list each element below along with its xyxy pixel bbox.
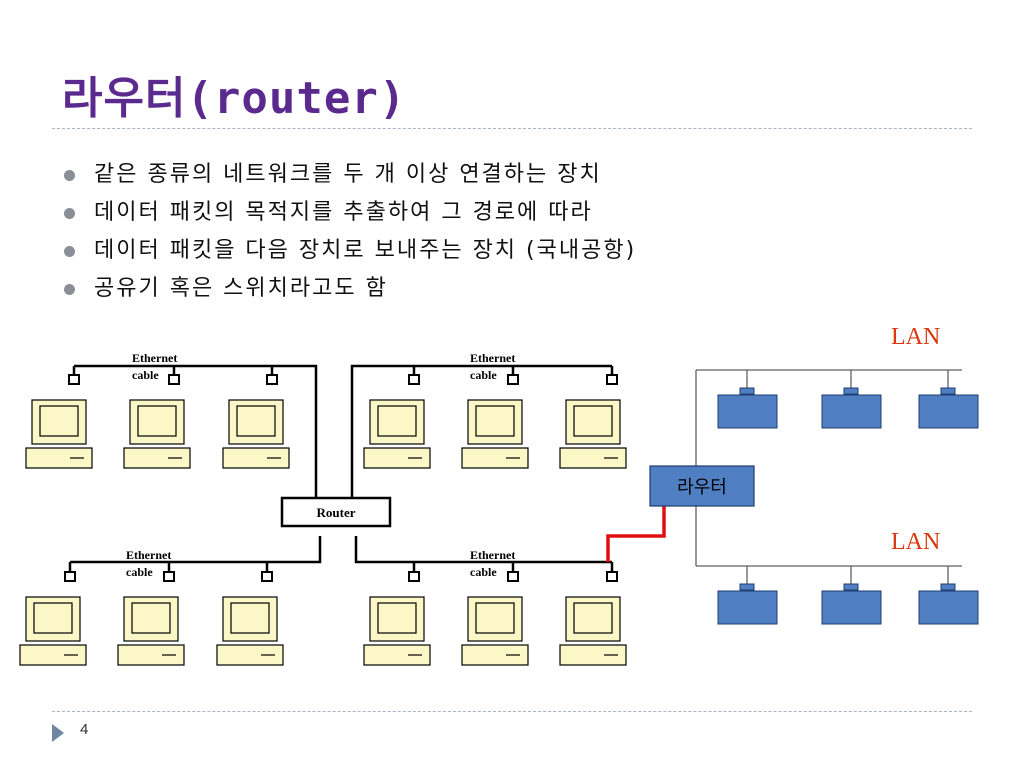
router-link bbox=[606, 506, 666, 562]
bullet-dot-icon bbox=[64, 208, 75, 219]
cable-label: cable bbox=[126, 565, 153, 579]
bullet-item: 데이터 패킷을 다음 장치로 보내주는 장치 (국내공항) bbox=[62, 234, 636, 272]
lan-label-bottom: LAN bbox=[891, 529, 940, 555]
computer-icon bbox=[559, 596, 627, 666]
computer-icon bbox=[461, 596, 529, 666]
bullet-item: 같은 종류의 네트워크를 두 개 이상 연결하는 장치 bbox=[62, 158, 636, 196]
router: Router bbox=[280, 496, 392, 528]
lan-host-icon bbox=[717, 583, 778, 625]
bullet-dot-icon bbox=[64, 246, 75, 257]
bullet-text: 데이터 패킷의 목적지를 추출하여 그 경로에 따라 bbox=[94, 200, 593, 225]
computer-icon bbox=[363, 596, 431, 666]
lan-segment-bottom-left: Ethernet cable bbox=[19, 536, 322, 666]
slide-title: 라우터(router) bbox=[62, 73, 407, 124]
computer-icon bbox=[559, 399, 627, 469]
lan-segment-top-right: Ethernet cable bbox=[350, 351, 627, 500]
lan-segment-bottom-right: Ethernet cable bbox=[354, 536, 627, 666]
ethernet-label: Ethernet bbox=[132, 351, 177, 365]
lan-host-icon bbox=[918, 387, 979, 429]
lan-label-top: LAN bbox=[891, 324, 940, 350]
lan-host-icon bbox=[821, 583, 882, 625]
router-box bbox=[649, 465, 755, 507]
bullet-item: 데이터 패킷의 목적지를 추출하여 그 경로에 따라 bbox=[62, 196, 636, 234]
ethernet-label: Ethernet bbox=[470, 548, 515, 562]
title-divider bbox=[52, 128, 972, 129]
router-label: Router bbox=[317, 505, 356, 520]
computer-icon bbox=[222, 399, 290, 469]
lan-network-right: 라우터 LAN LAN bbox=[649, 324, 979, 625]
cable-label: cable bbox=[132, 368, 159, 382]
cable-label: cable bbox=[470, 368, 497, 382]
computer-icon bbox=[363, 399, 431, 469]
bullet-dot-icon bbox=[64, 170, 75, 181]
lan-host-icon bbox=[821, 387, 882, 429]
computer-icon bbox=[25, 399, 93, 469]
bullet-text: 같은 종류의 네트워크를 두 개 이상 연결하는 장치 bbox=[94, 162, 602, 187]
network-diagram: Ethernet cable Ethernet cable Router Eth… bbox=[19, 324, 979, 666]
lan-segment-top-left: Ethernet cable bbox=[25, 351, 318, 500]
footer-divider bbox=[52, 711, 972, 712]
bullet-dot-icon bbox=[64, 284, 75, 295]
bullet-list: 같은 종류의 네트워크를 두 개 이상 연결하는 장치 데이터 패킷의 목적지를… bbox=[62, 158, 636, 310]
router-box-label: 라우터 bbox=[677, 477, 727, 498]
ethernet-label: Ethernet bbox=[470, 351, 515, 365]
computer-icon bbox=[461, 399, 529, 469]
page-number: 4 bbox=[80, 721, 89, 738]
lan-host-icon bbox=[918, 583, 979, 625]
cable-label: cable bbox=[470, 565, 497, 579]
computer-icon bbox=[216, 596, 284, 666]
ethernet-label: Ethernet bbox=[126, 548, 171, 562]
computer-icon bbox=[19, 596, 87, 666]
bullet-text: 공유기 혹은 스위치라고도 함 bbox=[94, 276, 388, 301]
computer-icon bbox=[117, 596, 185, 666]
triangle-arrow-icon bbox=[52, 724, 64, 742]
bullet-item: 공유기 혹은 스위치라고도 함 bbox=[62, 272, 636, 310]
computer-icon bbox=[123, 399, 191, 469]
lan-host-icon bbox=[717, 387, 778, 429]
bullet-text: 데이터 패킷을 다음 장치로 보내주는 장치 (국내공항) bbox=[94, 238, 637, 263]
